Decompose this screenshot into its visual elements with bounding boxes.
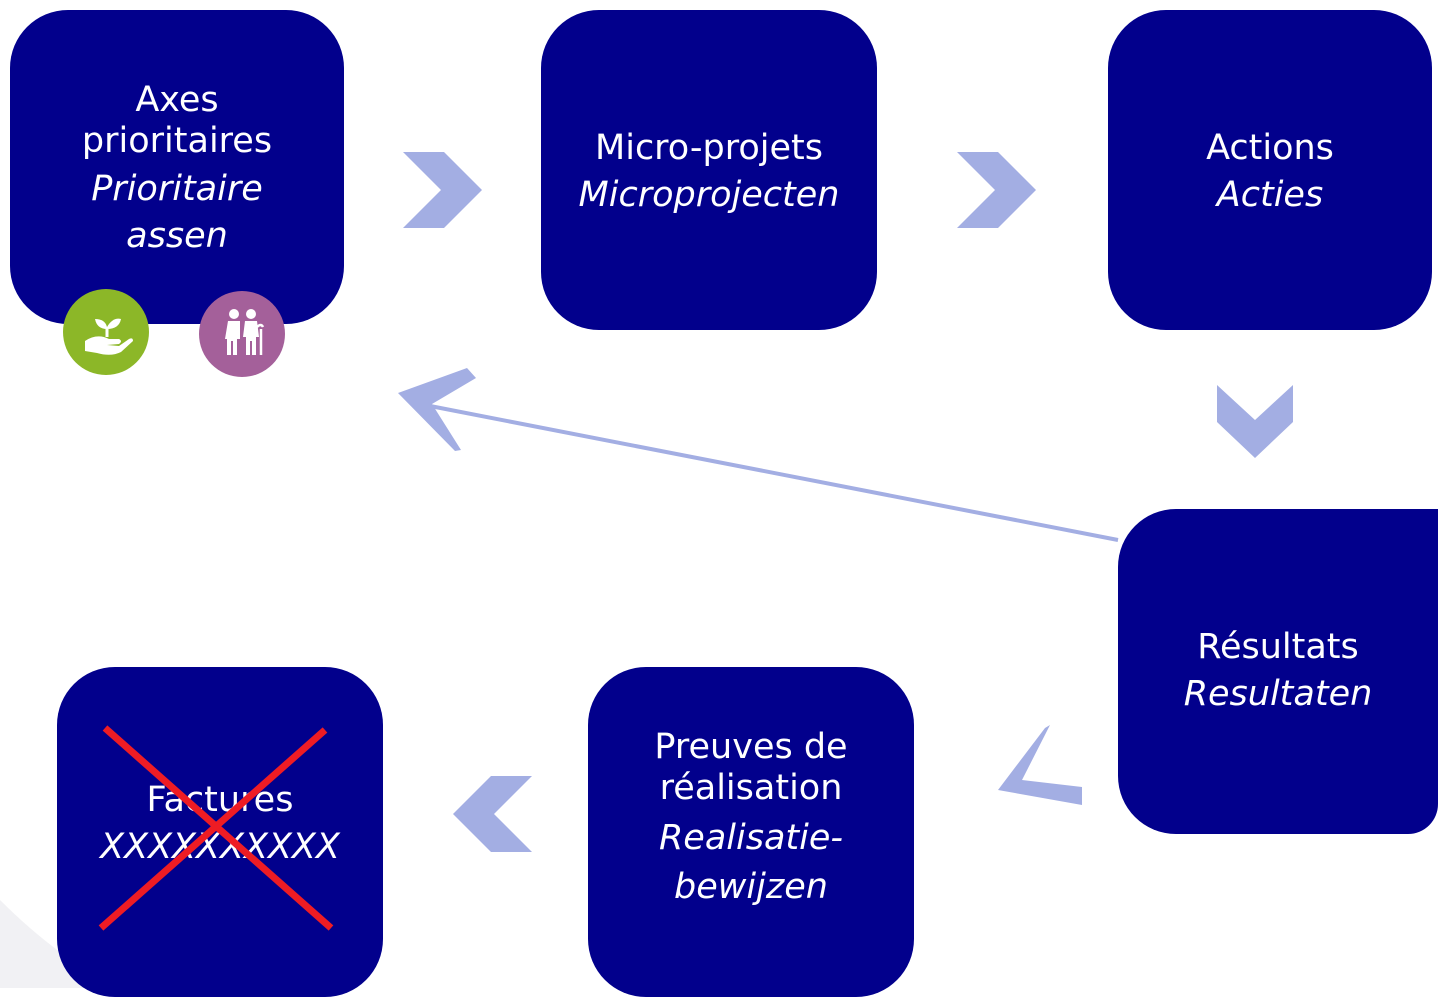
elderly-people-icon — [225, 309, 265, 355]
preuves-fr-line1: Preuves de — [654, 727, 848, 767]
box-resultats: Résultats Resultaten — [1118, 509, 1438, 834]
badge-elderly — [199, 291, 285, 377]
axes-nl-line2: assen — [126, 216, 228, 257]
resultats-fr: Résultats — [1197, 627, 1359, 667]
axes-fr-line2: prioritaires — [81, 121, 273, 162]
axes-fr-line1: Axes — [135, 80, 219, 120]
hand-plant-icon — [85, 318, 133, 355]
resultats-nl: Resultaten — [1183, 674, 1373, 715]
box-preuves: Preuves de réalisation Realisatie- bewij… — [588, 667, 914, 997]
axes-nl-line1: Prioritaire — [91, 168, 263, 209]
preuves-fr-line2: réalisation — [659, 768, 843, 809]
preuves-nl-line2: bewijzen — [674, 866, 828, 907]
preuves-nl-line1: Realisatie- — [658, 817, 844, 858]
box-actions: Actions Acties — [1108, 10, 1432, 330]
box-micro-projets: Micro-projets Microprojecten — [541, 10, 877, 330]
micro-fr: Micro-projets — [595, 128, 823, 168]
micro-nl: Microprojecten — [578, 175, 840, 216]
actions-fr: Actions — [1206, 128, 1334, 168]
badge-environment — [63, 289, 149, 375]
box-axes-prioritaires: Axes prioritaires Prioritaire assen — [10, 10, 344, 324]
red-cross-icon — [98, 725, 334, 931]
actions-nl: Acties — [1216, 175, 1324, 216]
